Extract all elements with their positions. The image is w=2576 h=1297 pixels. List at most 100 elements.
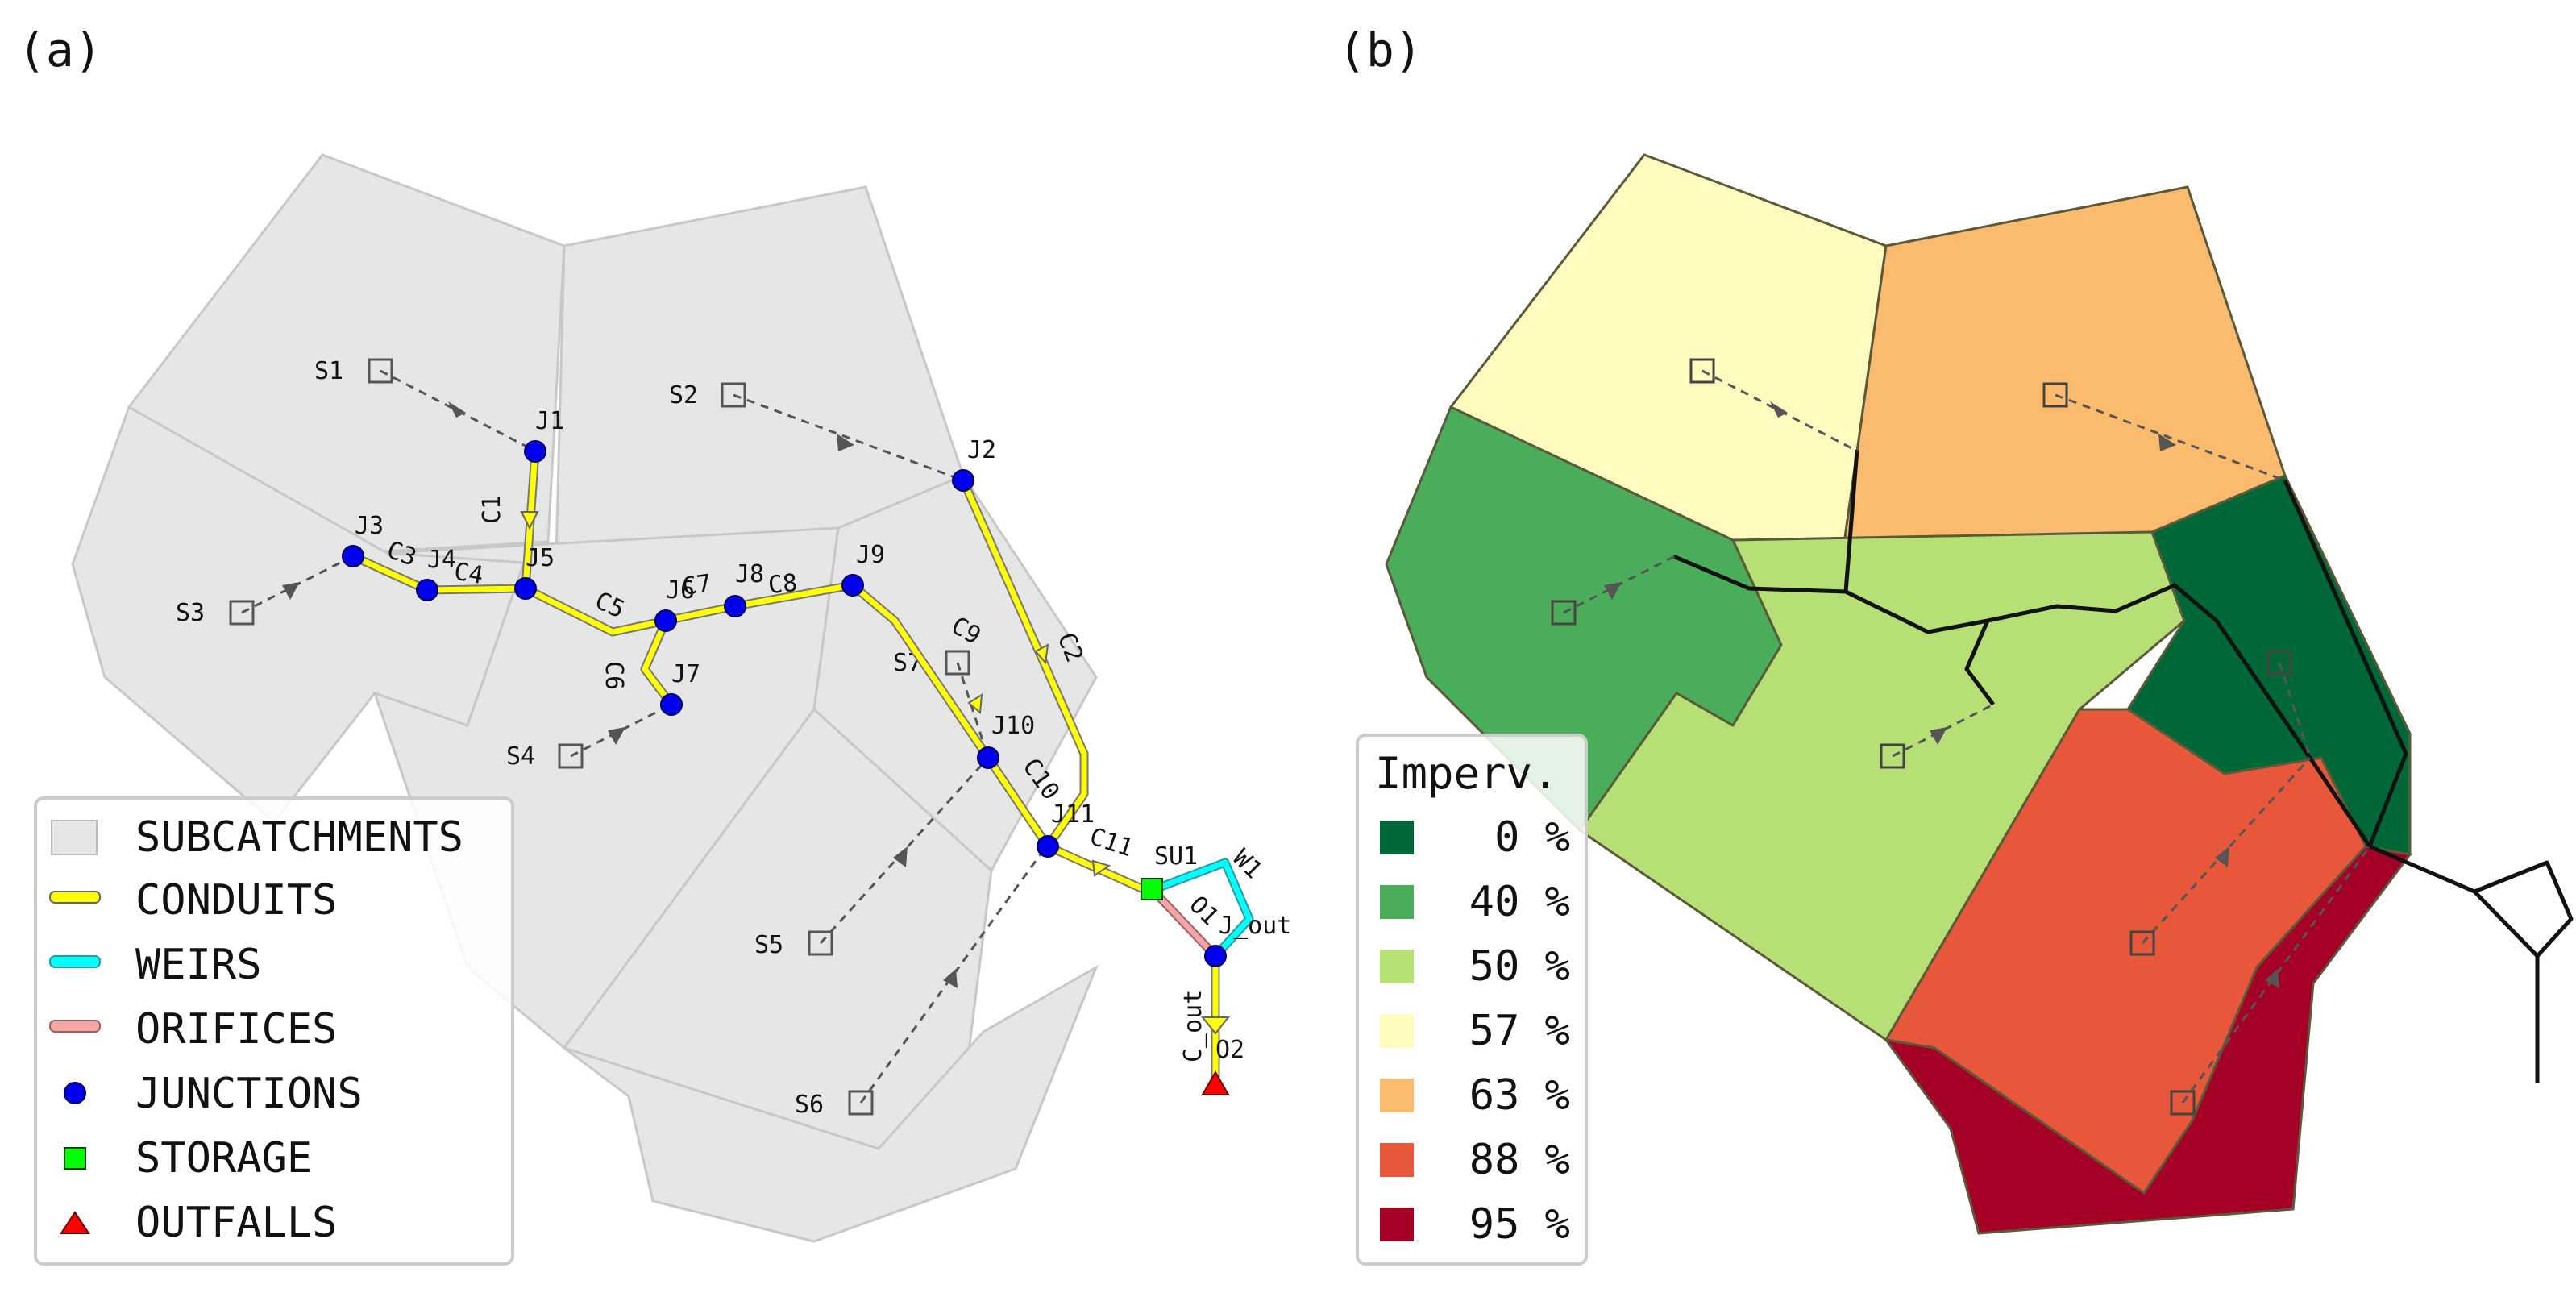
orifice-o1 (1148, 885, 1220, 961)
legend-label-outfalls: OUTFALLS (135, 1199, 337, 1247)
junction-j5 (514, 577, 537, 600)
subcatchment-label: S6 (795, 1091, 824, 1119)
legend-swatch-outfalls (60, 1211, 90, 1234)
runoff-arrow-s1 (448, 401, 466, 418)
legend-label-conduits: CONDUITS (135, 876, 337, 925)
node-label: J10 (991, 712, 1035, 740)
runoff-arrow-s3 (282, 582, 300, 600)
runoff-link-b-s5 (2141, 756, 2312, 945)
junction-j11 (1037, 835, 1059, 858)
subcatchment-marker-s2 (721, 382, 746, 408)
legend-swatch-storage (64, 1147, 86, 1170)
subcatchment-marker-s5 (808, 930, 833, 956)
subcatchment-marker-s3 (229, 600, 255, 626)
runoff-arrow-s5 (893, 846, 908, 867)
legend-label-weirs: WEIRS (135, 941, 262, 989)
junction-j7 (660, 693, 683, 716)
legend-b-swatch-6 (1380, 1208, 1414, 1241)
junction-j4 (416, 579, 438, 601)
legend-b-label-2: 50 % (1469, 942, 1570, 991)
subcatchment-labels-a: S1 S2 S3 S4 S5 S6 S7 (176, 357, 922, 1119)
runoff-arrows-a (282, 401, 958, 988)
subcatchment-polygons-a (71, 153, 1099, 1243)
junction-j9 (841, 574, 864, 597)
junction-j8 (724, 595, 746, 617)
node-labels-a: J1 J2 J3 J4 J5 J6 J7 J8 J9 J10 J11 J_out… (355, 407, 1291, 1064)
conduit-c9-c10 (850, 582, 1051, 850)
subcatchment-marker-b-s2 (2042, 382, 2068, 408)
legend-b-label-1: 40 % (1469, 878, 1570, 926)
legend-b-swatch-4 (1380, 1079, 1414, 1112)
legend-b-label-4: 63 % (1469, 1071, 1570, 1120)
junction-j-out (1204, 945, 1227, 967)
junction-j2 (952, 469, 974, 492)
node-label: J2 (967, 436, 996, 464)
legend-b-swatch-2 (1380, 950, 1414, 983)
legend-swatch-subcatchments (51, 820, 98, 855)
subcatchment-label: S1 (314, 357, 343, 385)
subcatchment-marker-b-s7 (2266, 650, 2292, 676)
junction-j1 (524, 440, 546, 463)
network-skeleton-b (1672, 449, 2574, 1083)
subcatchment-label: S3 (176, 599, 205, 627)
legend-b-title: Imperv. (1375, 748, 1559, 799)
legend-a: SUBCATCHMENTS CONDUITS WEIRS ORIFICES JU… (34, 796, 514, 1266)
legend-b: Imperv. 0 % 40 % 50 % 57 % 63 % 88 % 95 … (1356, 734, 1588, 1266)
outfall-o2 (1201, 1070, 1230, 1095)
node-label: J4 (427, 546, 456, 574)
runoff-link-b-s7 (2278, 662, 2312, 759)
network-path-outlet (2369, 844, 2574, 1083)
legend-label-subcatchments: SUBCATCHMENTS (135, 813, 463, 862)
panel-b-label: (b) (1338, 23, 1423, 77)
runoff-link-b-s4 (1892, 703, 1994, 758)
network-path-main (1672, 554, 2372, 848)
runoff-arrows-b (1604, 401, 2279, 988)
impervious-area-s6 (1883, 845, 2412, 1235)
network-path-j2 (2283, 479, 2408, 847)
network-path-j1 (1843, 449, 1859, 592)
panel-a: (a) (18, 23, 1291, 1266)
link-label: C8 (767, 569, 799, 600)
node-label: J8 (735, 560, 764, 588)
junction-j3 (342, 545, 364, 567)
runoff-arrow-s2 (837, 434, 854, 451)
subcatchment-marker-s4 (558, 743, 584, 769)
junction-j10 (977, 746, 999, 769)
link-label: C6 (600, 661, 628, 690)
storage-su1 (1141, 878, 1163, 900)
node-label: J3 (355, 512, 384, 540)
runoff-arrow-b-s3 (1604, 582, 1622, 600)
node-label: J_out (1219, 912, 1291, 940)
legend-swatch-weirs (49, 955, 101, 968)
runoff-link-s4 (570, 703, 672, 758)
subcatchment-label: S2 (669, 381, 698, 409)
subcatchment-marker-s7 (945, 650, 970, 676)
legend-b-swatch-5 (1380, 1143, 1414, 1177)
conduit-arrows-a (520, 511, 1231, 1035)
legend-b-swatch-3 (1380, 1014, 1414, 1048)
runoff-arrow-b-s4 (1930, 727, 1947, 745)
legend-label-storage: STORAGE (135, 1134, 312, 1183)
subcatchment-s6 (563, 964, 1099, 1243)
subcatchment-label: S4 (506, 742, 535, 771)
link-label: C1 (478, 495, 506, 524)
junctions-a (342, 440, 1227, 967)
subcatchment-marker-b-s4 (1880, 743, 1905, 769)
panel-a-label: (a) (18, 23, 102, 77)
legend-label-junctions: JUNCTIONS (135, 1070, 363, 1118)
node-label: J11 (1051, 800, 1095, 829)
link-label: C_out (1179, 990, 1207, 1062)
node-label: O2 (1215, 1036, 1244, 1064)
link-label: C4 (452, 557, 486, 590)
legend-swatch-junctions (64, 1082, 86, 1104)
subcatchment-marker-b-s3 (1551, 600, 1577, 626)
node-label: J7 (671, 660, 700, 688)
runoff-link-s2 (733, 393, 964, 482)
runoff-link-s5 (819, 756, 990, 945)
conduit-c5 (522, 585, 669, 635)
conduit-c6 (642, 617, 675, 708)
runoff-arrow-b-s2 (2158, 434, 2176, 451)
node-label: SU1 (1154, 842, 1198, 871)
runoff-arrow-s6 (943, 969, 958, 988)
subcatchment-marker-s1 (368, 358, 393, 384)
